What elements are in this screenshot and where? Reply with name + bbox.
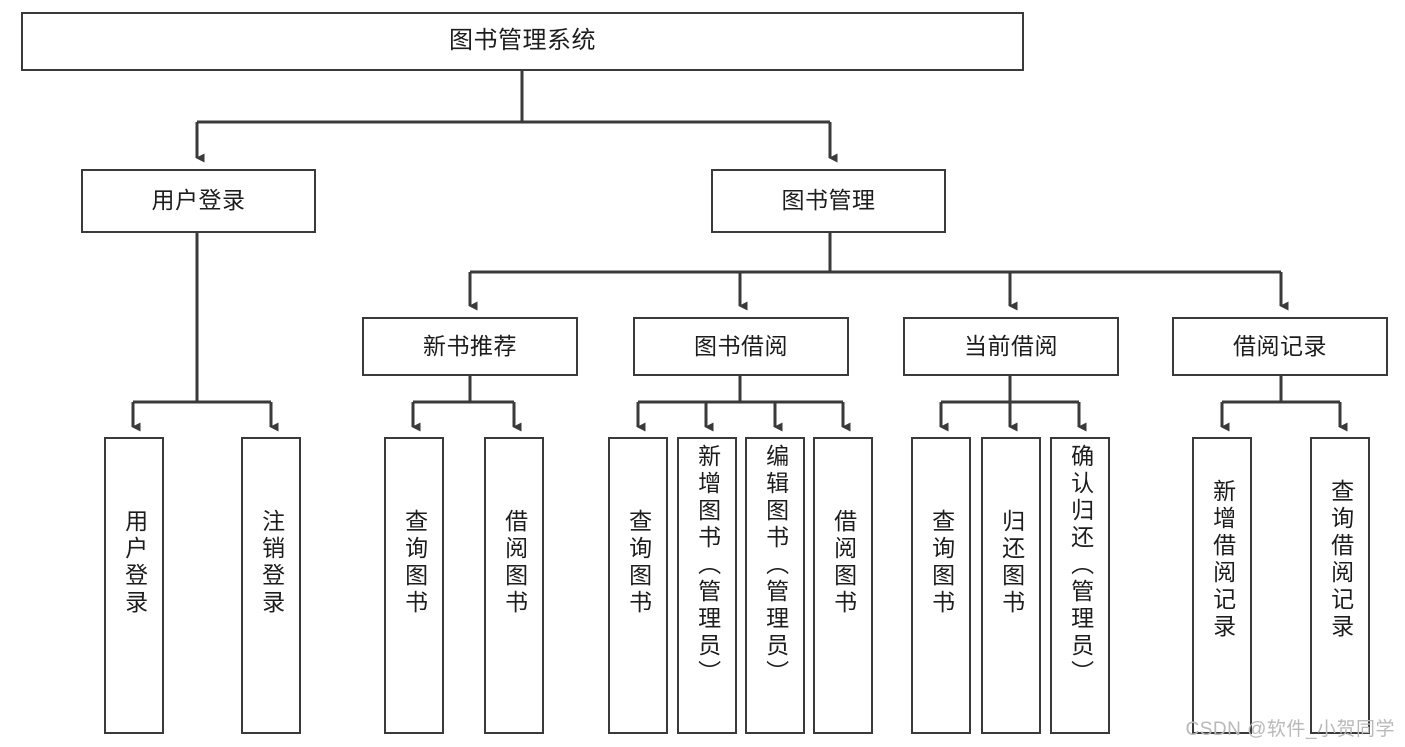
node-label: 编辑图书（管理员） bbox=[762, 444, 789, 687]
leaf-user-login[interactable]: 用户登录 bbox=[104, 437, 164, 734]
node-root-system[interactable]: 图书管理系统 bbox=[21, 12, 1024, 71]
node-book-management[interactable]: 图书管理 bbox=[711, 169, 946, 233]
node-label: 确认归还（管理员） bbox=[1067, 444, 1094, 687]
node-current-borrow[interactable]: 当前借阅 bbox=[903, 317, 1119, 376]
node-label: 图书借阅 bbox=[694, 332, 788, 359]
leaf-query-book-current[interactable]: 查询图书 bbox=[911, 437, 971, 734]
node-label: 新书推荐 bbox=[423, 332, 517, 359]
node-label: 图书管理系统 bbox=[449, 27, 596, 55]
node-label: 新增图书（管理员） bbox=[694, 444, 721, 687]
node-new-book-recommend[interactable]: 新书推荐 bbox=[362, 317, 578, 376]
node-label: 查询图书 bbox=[401, 509, 428, 617]
node-label: 注销登录 bbox=[258, 509, 285, 617]
leaf-confirm-return-admin[interactable]: 确认归还（管理员） bbox=[1050, 437, 1110, 734]
node-label: 借阅记录 bbox=[1233, 332, 1327, 359]
node-label: 用户登录 bbox=[151, 187, 246, 214]
csdn-watermark: CSDN @软件_小贺同学 bbox=[1185, 719, 1395, 740]
node-book-borrow[interactable]: 图书借阅 bbox=[633, 317, 849, 376]
node-user-login[interactable]: 用户登录 bbox=[81, 169, 316, 233]
node-label: 归还图书 bbox=[998, 509, 1025, 617]
node-label: 查询借阅记录 bbox=[1327, 479, 1354, 641]
node-label: 借阅图书 bbox=[830, 509, 857, 617]
leaf-edit-book-admin[interactable]: 编辑图书（管理员） bbox=[745, 437, 805, 734]
node-label: 图书管理 bbox=[781, 187, 876, 214]
leaf-add-borrow-record[interactable]: 新增借阅记录 bbox=[1192, 437, 1252, 734]
leaf-return-book[interactable]: 归还图书 bbox=[981, 437, 1041, 734]
node-label: 借阅图书 bbox=[501, 509, 528, 617]
node-label: 新增借阅记录 bbox=[1209, 479, 1236, 641]
leaf-query-borrow-record[interactable]: 查询借阅记录 bbox=[1310, 437, 1370, 734]
node-label: 用户登录 bbox=[121, 509, 148, 617]
leaf-query-book-borrow[interactable]: 查询图书 bbox=[608, 437, 668, 734]
leaf-borrow-book[interactable]: 借阅图书 bbox=[813, 437, 873, 734]
leaf-borrow-book-recommend[interactable]: 借阅图书 bbox=[484, 437, 544, 734]
leaf-logout-login[interactable]: 注销登录 bbox=[241, 437, 301, 734]
node-label: 查询图书 bbox=[625, 509, 652, 617]
node-label: 当前借阅 bbox=[964, 332, 1058, 359]
leaf-add-book-admin[interactable]: 新增图书（管理员） bbox=[677, 437, 737, 734]
leaf-query-book-recommend[interactable]: 查询图书 bbox=[384, 437, 444, 734]
node-label: 查询图书 bbox=[928, 509, 955, 617]
node-borrow-record[interactable]: 借阅记录 bbox=[1172, 317, 1388, 376]
